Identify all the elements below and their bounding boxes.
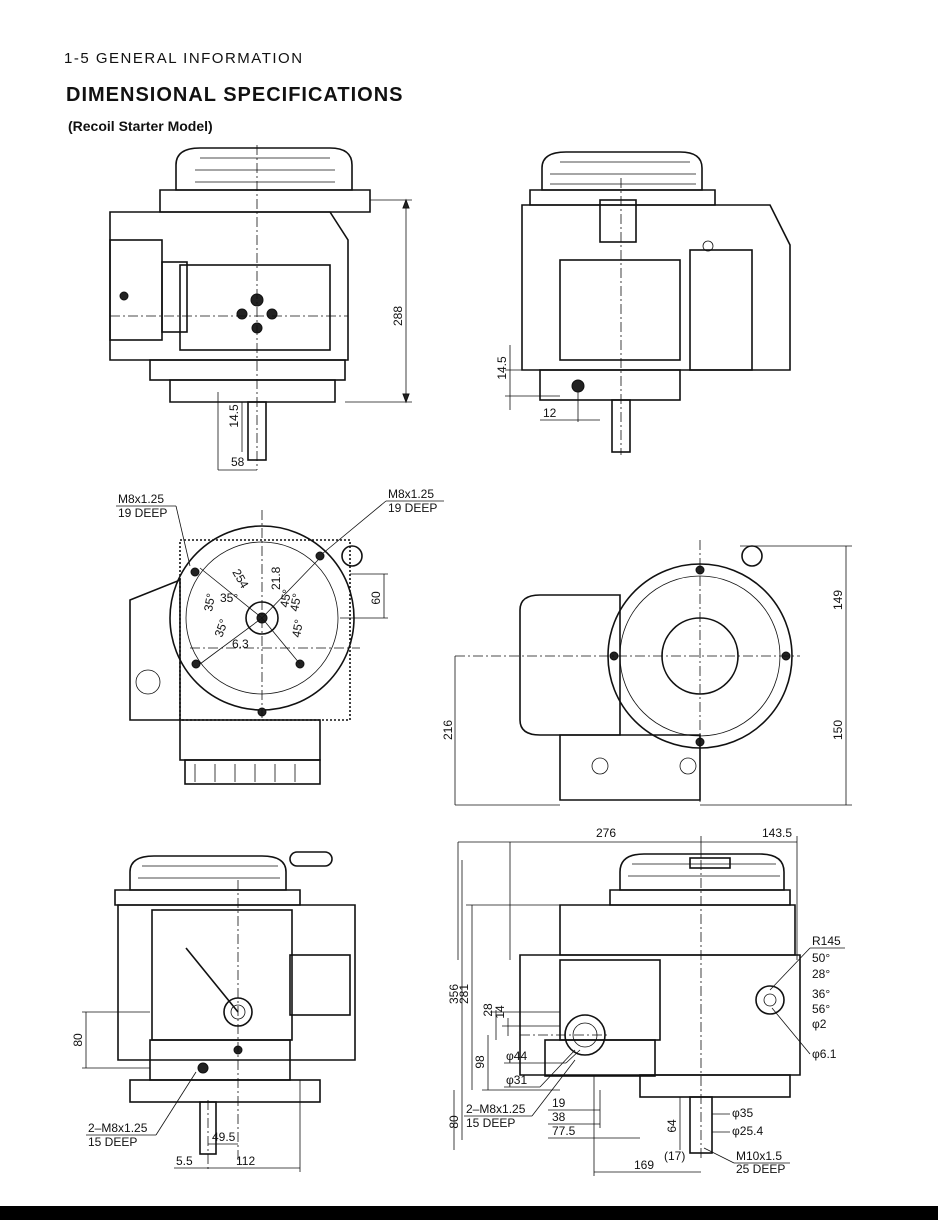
callout-rear-depth: 15 DEEP [466, 1116, 515, 1130]
view-side-right: 14.5 12 [495, 151, 791, 455]
dim-12: 12 [543, 406, 557, 420]
dim-143-5: 143.5 [762, 826, 792, 840]
page-title: DIMENSIONAL SPECIFICATIONS [66, 84, 404, 106]
dim-38: 38 [552, 1110, 566, 1124]
angle-36: 36° [812, 987, 830, 1001]
dim-49-5: 49.5 [212, 1130, 236, 1144]
dim-58: 58 [231, 455, 245, 469]
view-bottom: M8x1.25 19 DEEP M8x1.25 19 DEEP 254 21.8… [116, 487, 444, 785]
dim-80-left: 80 [71, 1033, 85, 1047]
page-subtitle: (Recoil Starter Model) [68, 118, 213, 134]
dim-77-5: 77.5 [552, 1124, 576, 1138]
dim-254: 254 [229, 567, 251, 592]
callout-right-thread: M8x1.25 [388, 487, 434, 501]
dim-60: 60 [369, 591, 383, 605]
view-side-left: 288 14.5 58 [109, 145, 412, 471]
callout-right-depth: 19 DEEP [388, 501, 437, 515]
callout-rear-thread: 2–M8x1.25 [466, 1102, 526, 1116]
dim-17: (17) [664, 1149, 685, 1163]
angle-50: 50° [812, 951, 830, 965]
dim-356: 356 [447, 984, 461, 1004]
dim-112: 112 [236, 1154, 255, 1168]
dim-28: 28 [481, 1003, 495, 1017]
dim-14-5-right: 14.5 [495, 356, 509, 380]
callout-m10-depth: 25 DEEP [736, 1162, 785, 1176]
dim-14-5-left: 14.5 [227, 404, 241, 428]
dim-6-3: 6.3 [232, 637, 249, 651]
dim-r145: R145 [812, 934, 841, 948]
dim-149: 149 [831, 590, 845, 610]
callout-front-depth: 15 DEEP [88, 1135, 137, 1149]
dim-phi44: φ44 [506, 1049, 527, 1063]
dim-phi35: φ35 [732, 1106, 753, 1120]
view-rear: 276 143.5 R145 50° 28° 36° 56° φ2 φ6.1 3… [447, 826, 845, 1176]
dim-phi31: φ31 [506, 1073, 527, 1087]
section-header: 1-5 GENERAL INFORMATION [64, 50, 304, 67]
dim-14-rear: 14 [493, 1005, 507, 1019]
dim-80-rear: 80 [447, 1115, 461, 1129]
angle-45-b: 45° [277, 588, 294, 609]
dim-288: 288 [391, 306, 405, 326]
view-top: 149 150 216 [441, 540, 852, 806]
dim-phi2: φ2 [812, 1017, 827, 1031]
dim-276: 276 [596, 826, 616, 840]
angle-35-b: 35° [220, 591, 238, 605]
callout-front-thread: 2–M8x1.25 [88, 1121, 148, 1135]
dim-21-8: 21.8 [269, 566, 283, 590]
angle-45-c: 45° [289, 618, 306, 639]
page-bottom-bar [0, 1206, 938, 1220]
dim-19: 19 [552, 1096, 566, 1110]
dim-phi6-1: φ6.1 [812, 1047, 837, 1061]
dim-98: 98 [473, 1055, 487, 1069]
dim-281: 281 [457, 984, 471, 1004]
callout-left-thread: M8x1.25 [118, 492, 164, 506]
callout-left-depth: 19 DEEP [118, 506, 167, 520]
angle-35-a: 35° [201, 592, 218, 613]
angle-45-a: 45° [287, 592, 304, 613]
dim-169: 169 [634, 1158, 654, 1172]
dim-64: 64 [665, 1119, 679, 1133]
dim-phi25-4: φ25.4 [732, 1124, 763, 1138]
angle-28: 28° [812, 967, 830, 981]
dim-216: 216 [441, 720, 455, 740]
angle-35-c: 35° [212, 617, 231, 639]
view-front: 80 2–M8x1.25 15 DEEP 49.5 5.5 112 [71, 851, 356, 1172]
dim-5-5: 5.5 [176, 1154, 193, 1168]
angle-56: 56° [812, 1002, 830, 1016]
dim-150: 150 [831, 720, 845, 740]
callout-m10-thread: M10x1.5 [736, 1149, 782, 1163]
